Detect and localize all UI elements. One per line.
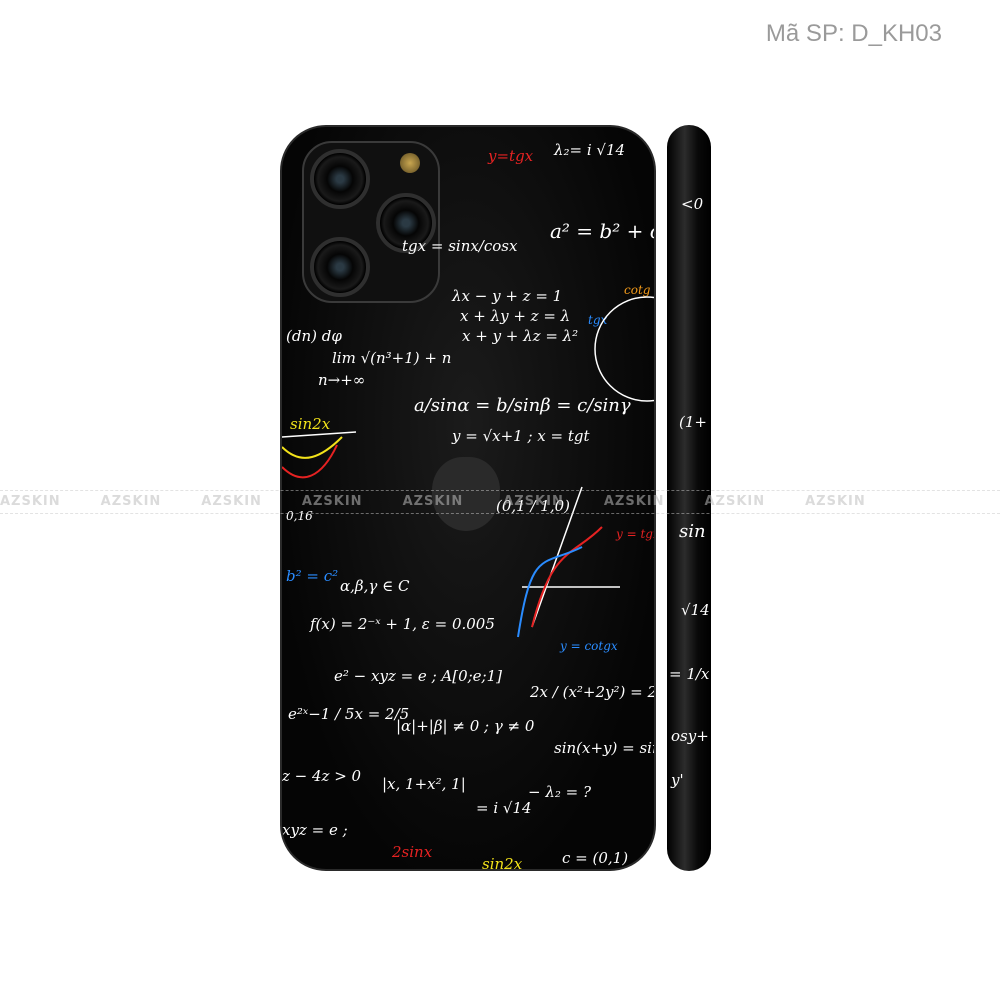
blue-curve bbox=[517, 546, 583, 638]
formula: y = cotgx bbox=[560, 639, 618, 653]
formula: sin2x bbox=[290, 415, 331, 433]
formula: lim √(n³+1) + n bbox=[332, 349, 452, 367]
formula: tgx = sinx/cosx bbox=[402, 237, 518, 255]
formula: a² = b² + c² bbox=[550, 219, 654, 243]
formula: x + y + λz = λ² bbox=[462, 327, 579, 345]
side-formula: = 1/x bbox=[669, 665, 710, 683]
formula: sin2x bbox=[482, 855, 523, 871]
camera-module bbox=[302, 141, 440, 303]
formula: cotg bbox=[624, 283, 651, 297]
side-formula: √14 bbox=[681, 601, 710, 619]
formula: c = (0,1) bbox=[562, 849, 629, 867]
axes bbox=[282, 296, 654, 628]
watermark: AZSKIN bbox=[704, 494, 766, 509]
red-curve bbox=[282, 444, 338, 479]
watermark: AZSKIN bbox=[100, 494, 162, 509]
formula: n→+∞ bbox=[318, 371, 366, 389]
formula: b² = c² bbox=[286, 567, 339, 585]
formula: λ₂= i √14 bbox=[554, 141, 626, 159]
formula: tgx bbox=[588, 313, 608, 327]
formula: = i √14 bbox=[476, 799, 532, 817]
formula: α,β,γ ∈ C bbox=[340, 577, 410, 595]
graph-drawing bbox=[282, 296, 654, 638]
formula: a/sinα = b/sinβ = c/sinγ bbox=[414, 395, 631, 416]
product-code: Mã SP: D_KH03 bbox=[765, 20, 942, 47]
phone-back-skin: y=tgx λ₂= i √14 a² = b² + c² tgx = sinx/… bbox=[280, 125, 656, 871]
side-formula: sin bbox=[679, 521, 706, 542]
formula: sin(x+y) = sinx bbox=[554, 739, 654, 757]
formula: y = √x+1 ; x = tgt bbox=[452, 427, 590, 445]
red-curve bbox=[531, 526, 603, 628]
formula: xyz = e ; bbox=[282, 821, 348, 839]
side-formula: (1+ bbox=[679, 413, 707, 431]
formula: y = tgx bbox=[616, 527, 656, 541]
formula: x + λy + z = λ bbox=[460, 307, 571, 325]
side-formula: osy+ bbox=[671, 727, 709, 745]
formula: (dn) dφ bbox=[286, 327, 342, 345]
side-formula: <0 bbox=[681, 195, 704, 213]
formula: − λ₂ = ? bbox=[528, 783, 592, 801]
flash-icon bbox=[400, 153, 420, 173]
phone-side-skin: <0 (1+ sin √14 = 1/x osy+ y' bbox=[667, 125, 711, 871]
watermark: AZSKIN bbox=[805, 494, 866, 509]
camera-lens-icon bbox=[376, 193, 436, 253]
formula: 2sinx bbox=[392, 843, 433, 861]
formula: λx − y + z = 1 bbox=[452, 287, 563, 305]
formula: |α|+|β| ≠ 0 ; γ ≠ 0 bbox=[396, 717, 535, 735]
formula: f(x) = 2⁻ˣ + 1, ε = 0.005 bbox=[310, 615, 495, 633]
formula: |x, 1+x², 1| bbox=[382, 775, 466, 793]
yellow-curve bbox=[282, 436, 343, 459]
formula: 2x / (x²+2y²) = 2 bbox=[530, 683, 656, 701]
apple-logo-icon bbox=[432, 457, 500, 531]
formula: z − 4z > 0 bbox=[282, 767, 362, 785]
formula: e²ˣ−1 / 5x = 2/5 bbox=[288, 705, 410, 723]
formula: (0,1 / 1,0) bbox=[496, 497, 571, 515]
formula: e² − xyz = e ; A[0;e;1] bbox=[334, 667, 503, 685]
camera-lens-icon bbox=[310, 237, 370, 297]
side-formula: y' bbox=[671, 771, 684, 789]
watermark: AZSKIN bbox=[0, 494, 61, 509]
formula: y=tgx bbox=[488, 147, 534, 165]
formula: 0,16 bbox=[286, 509, 313, 523]
camera-lens-icon bbox=[310, 149, 370, 209]
watermark: AZSKIN bbox=[201, 494, 262, 509]
